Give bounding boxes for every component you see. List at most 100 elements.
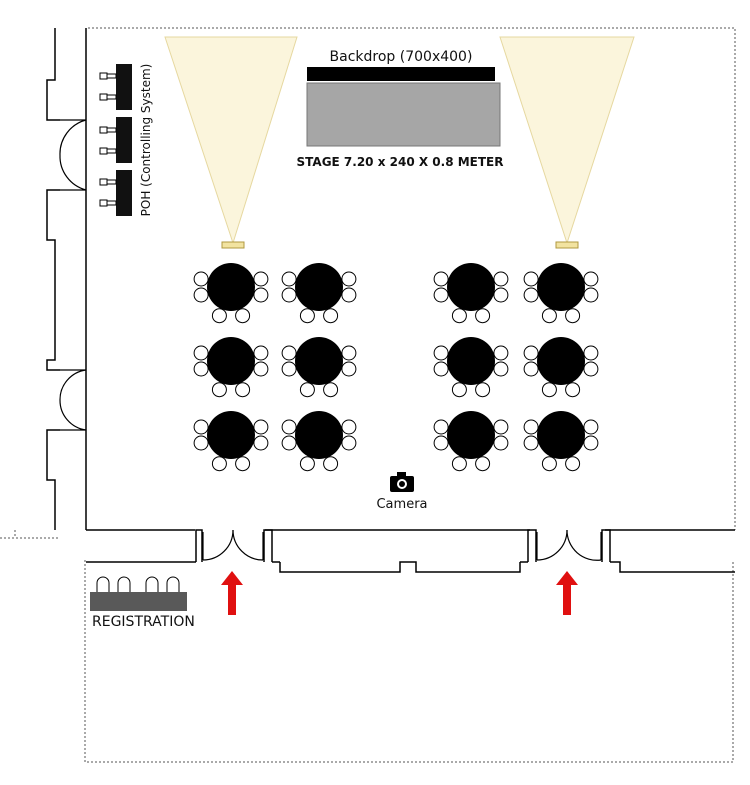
chair — [211, 308, 227, 324]
stage — [306, 82, 501, 147]
round-table — [281, 263, 357, 324]
chair — [235, 382, 251, 398]
chair — [253, 419, 269, 435]
chair — [433, 345, 449, 361]
table-top — [447, 337, 495, 385]
chair — [341, 345, 357, 361]
stage-label: STAGE 7.20 x 240 X 0.8 METER — [297, 155, 504, 169]
chair — [565, 308, 581, 324]
chair — [565, 382, 581, 398]
spotlight-icon — [221, 241, 245, 249]
chair — [523, 287, 539, 303]
chair — [541, 456, 557, 472]
backdrop — [307, 67, 495, 81]
camera-label: Camera — [376, 497, 427, 512]
table-top — [207, 411, 255, 459]
chair — [193, 287, 209, 303]
chair — [281, 361, 297, 377]
chair — [341, 361, 357, 377]
chair — [281, 287, 297, 303]
chair — [565, 456, 581, 472]
round-table — [523, 411, 599, 472]
entrance-arrows — [221, 571, 578, 615]
table-top — [207, 263, 255, 311]
chair — [281, 435, 297, 451]
chair — [493, 435, 509, 451]
chair — [583, 271, 599, 287]
chair — [253, 271, 269, 287]
chair — [193, 435, 209, 451]
chair — [433, 271, 449, 287]
chair — [523, 345, 539, 361]
chair — [253, 361, 269, 377]
table-top — [447, 411, 495, 459]
registration-area: REGISTRATION — [90, 576, 195, 630]
chair — [323, 456, 339, 472]
round-table — [193, 337, 269, 398]
backdrop-label: Backdrop (700x400) — [330, 49, 473, 65]
doors — [59, 119, 602, 561]
chair — [451, 382, 467, 398]
chair — [433, 435, 449, 451]
chair — [433, 287, 449, 303]
chair — [541, 382, 557, 398]
chair — [193, 345, 209, 361]
entrance-arrow-icon — [221, 571, 243, 615]
chair — [523, 435, 539, 451]
hall-walls — [46, 28, 735, 573]
chair — [193, 271, 209, 287]
chair — [583, 287, 599, 303]
chair — [583, 345, 599, 361]
chair — [253, 345, 269, 361]
round-table — [523, 337, 599, 398]
round-table — [433, 411, 509, 472]
chair — [341, 287, 357, 303]
chair — [583, 419, 599, 435]
speaker-icon — [116, 64, 132, 110]
table-top — [295, 337, 343, 385]
camera: Camera — [376, 472, 428, 512]
chair — [211, 456, 227, 472]
chair — [235, 456, 251, 472]
chair — [193, 361, 209, 377]
light-beam-right — [499, 36, 635, 245]
table-top — [295, 411, 343, 459]
chair — [493, 271, 509, 287]
chair — [523, 361, 539, 377]
chair — [299, 308, 315, 324]
table-top — [537, 263, 585, 311]
speaker-icon — [116, 170, 132, 216]
chair — [281, 345, 297, 361]
speaker-icon — [116, 117, 132, 163]
chair — [451, 308, 467, 324]
light-beams — [164, 36, 635, 249]
chair — [323, 308, 339, 324]
registration-desk — [90, 592, 187, 611]
round-table — [281, 337, 357, 398]
chair — [281, 419, 297, 435]
light-beam-left — [164, 36, 298, 245]
chair — [475, 456, 491, 472]
round-table — [433, 337, 509, 398]
chair — [235, 308, 251, 324]
chair — [341, 419, 357, 435]
chair — [523, 419, 539, 435]
chair — [281, 271, 297, 287]
chair — [341, 435, 357, 451]
round-tables — [193, 263, 599, 472]
chair — [341, 271, 357, 287]
poh-label: POH (Controlling System) — [139, 64, 153, 217]
chair — [451, 456, 467, 472]
round-table — [193, 263, 269, 324]
chair — [299, 456, 315, 472]
table-top — [295, 263, 343, 311]
chair — [323, 382, 339, 398]
chair — [541, 308, 557, 324]
chair — [475, 382, 491, 398]
chair — [299, 382, 315, 398]
table-top — [537, 411, 585, 459]
chair — [475, 308, 491, 324]
chair — [433, 361, 449, 377]
spotlight-icon — [555, 241, 579, 249]
